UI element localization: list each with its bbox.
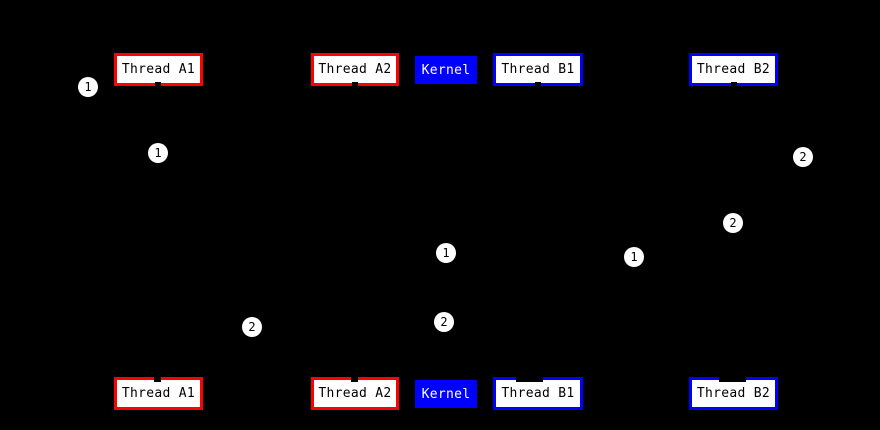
step-marker: 2	[434, 312, 454, 332]
step-marker-label: 2	[729, 216, 737, 230]
step-marker: 1	[78, 77, 98, 97]
actor-label: Thread A1	[121, 386, 196, 401]
lifeline-notch	[719, 377, 746, 382]
actor-box-thread-b1-top: Thread B1	[493, 53, 583, 86]
actor-label: Thread A2	[318, 386, 392, 401]
lifeline-notch	[351, 377, 358, 382]
actor-label: Thread B1	[501, 386, 575, 401]
actor-label: Thread B2	[696, 386, 771, 401]
step-marker-label: 1	[630, 250, 638, 264]
step-marker: 1	[148, 143, 168, 163]
step-marker-label: 1	[154, 146, 162, 160]
lifeline-notch	[154, 377, 161, 382]
actor-box-kernel-top: Kernel	[415, 56, 477, 84]
actor-box-thread-a1-top: Thread A1	[114, 53, 203, 86]
actor-label: Thread B2	[696, 62, 771, 77]
lifeline-notch	[535, 82, 541, 87]
step-marker: 2	[793, 147, 813, 167]
actor-box-kernel-bottom: Kernel	[415, 380, 477, 408]
actor-label: Thread B1	[501, 62, 575, 77]
step-marker: 2	[723, 213, 743, 233]
step-marker: 1	[436, 243, 456, 263]
actor-label: Kernel	[421, 62, 471, 78]
actor-box-thread-a2-bottom: Thread A2	[311, 377, 399, 410]
actor-label: Thread A2	[318, 62, 392, 77]
lifeline-notch	[155, 82, 161, 87]
step-marker: 1	[624, 247, 644, 267]
step-marker-label: 2	[440, 315, 448, 329]
lifeline-notch	[352, 82, 358, 87]
step-marker: 2	[242, 317, 262, 337]
actor-label: Thread A1	[121, 62, 196, 77]
step-marker-label: 1	[84, 80, 92, 94]
actor-label: Kernel	[421, 386, 471, 402]
lifeline-notch	[516, 377, 543, 382]
step-marker-label: 1	[442, 246, 450, 260]
lifeline-notch	[731, 82, 737, 87]
step-marker-label: 2	[799, 150, 807, 164]
step-marker-label: 2	[248, 320, 256, 334]
